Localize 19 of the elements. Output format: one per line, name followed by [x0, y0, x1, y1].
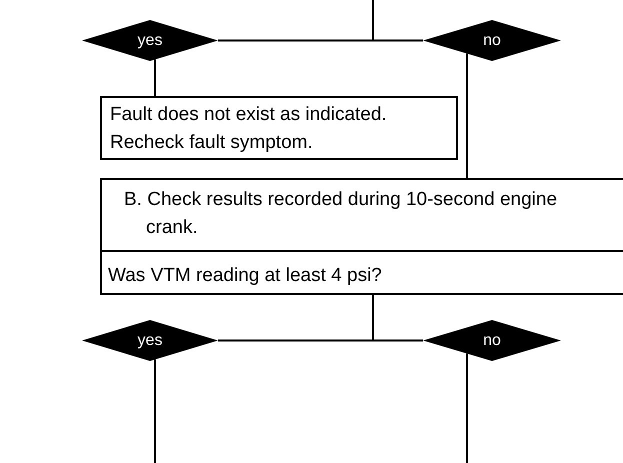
decision-diamond — [82, 320, 218, 361]
decision-label: no — [483, 330, 501, 350]
connector-line — [372, 0, 423, 42]
decision-diamond — [82, 20, 218, 61]
decision-diamond — [423, 20, 561, 61]
decision-label: no — [483, 30, 501, 50]
connector-line — [466, 354, 468, 463]
box-text: Fault does not exist as indicated. Recheck fault symptom. — [109, 103, 388, 155]
decision-label: yes — [138, 330, 162, 350]
connector-line — [372, 295, 423, 342]
connector-line — [466, 54, 468, 178]
box-text: B. Check results recorded during 10-second engine crank. — [123, 188, 558, 240]
process-box — [100, 178, 623, 295]
connector-line — [154, 60, 156, 96]
decision-diamond — [423, 320, 561, 361]
process-box — [100, 96, 458, 160]
decision-label: yes — [138, 30, 162, 50]
connector-line — [154, 360, 156, 463]
box-text: Was VTM reading at least 4 psi? — [102, 250, 623, 300]
